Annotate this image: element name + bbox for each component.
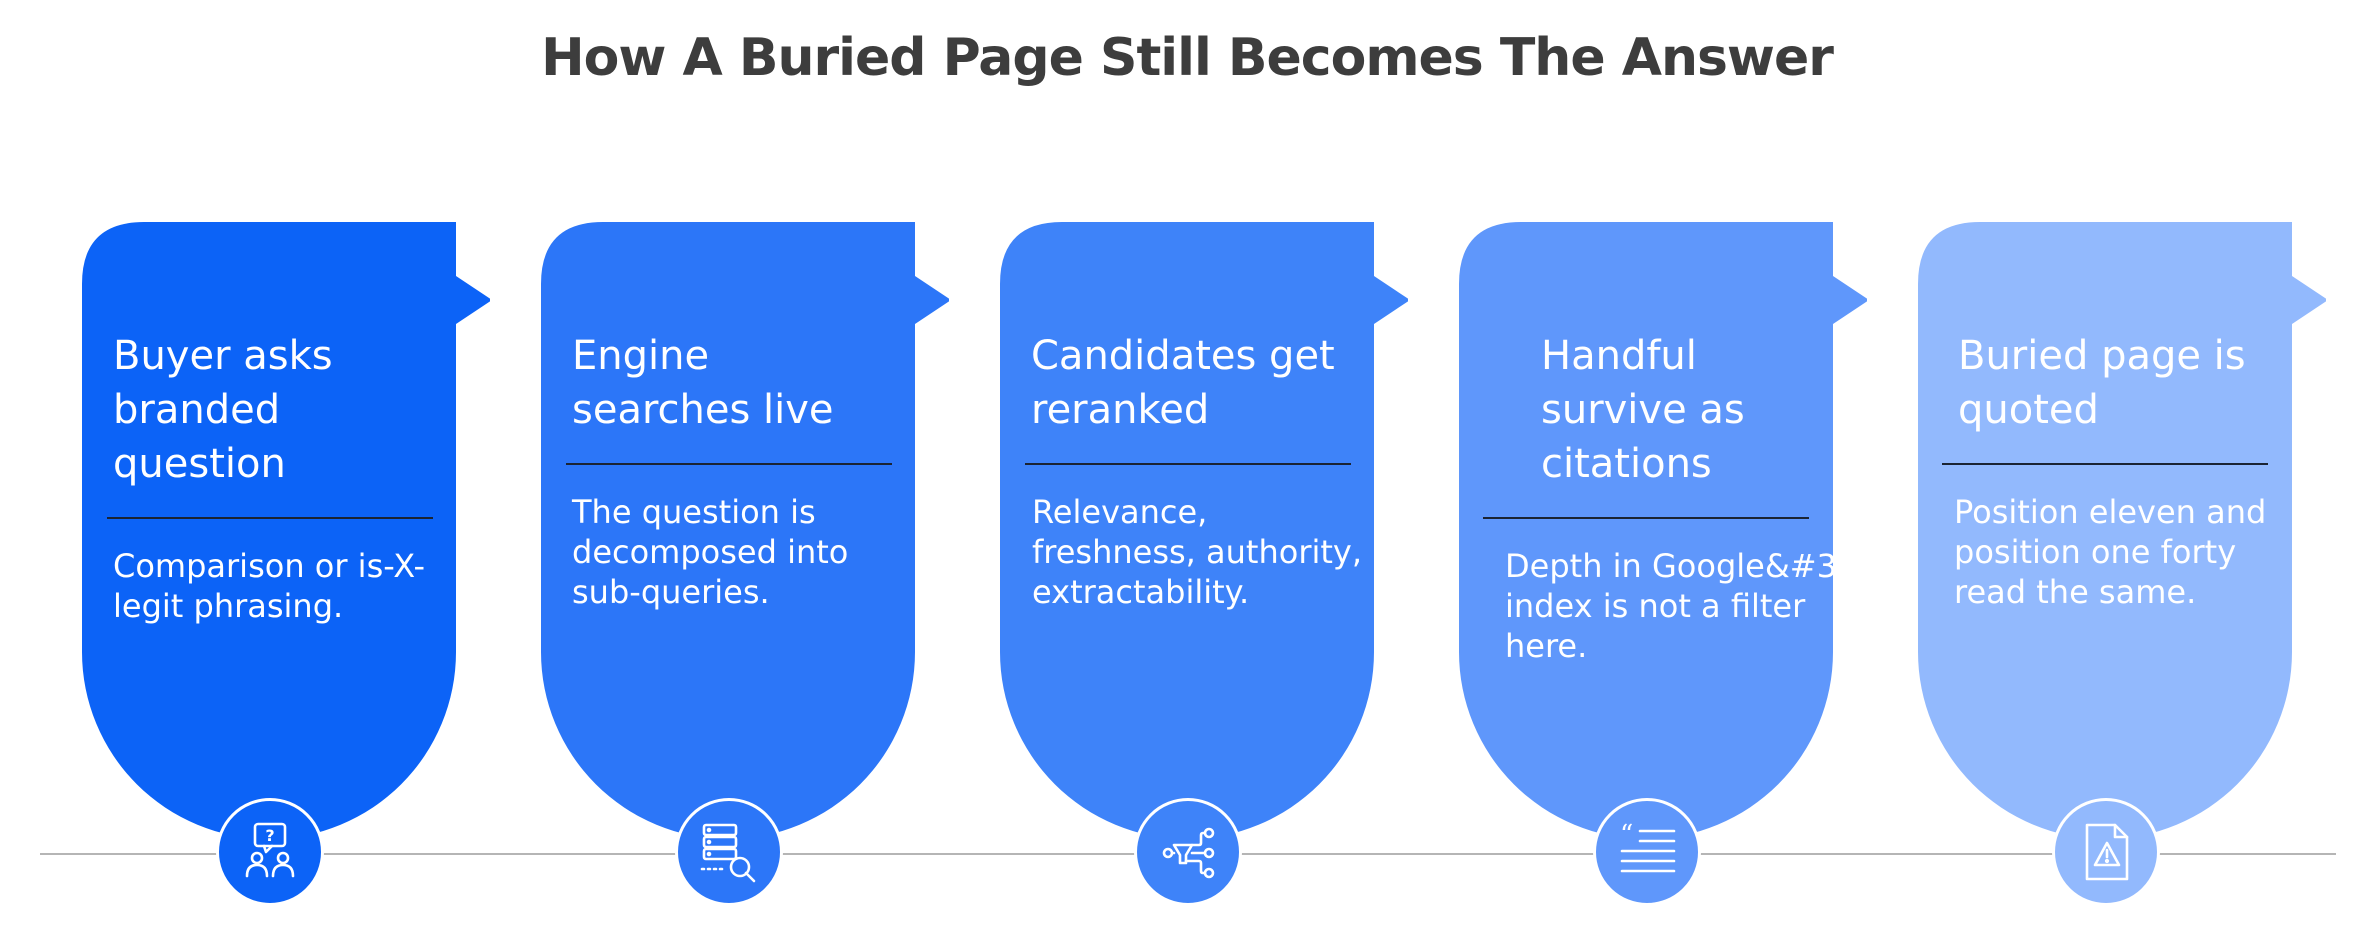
step-divider-3	[1025, 463, 1351, 465]
step-card-1	[82, 222, 490, 839]
step-badge-2	[675, 798, 783, 906]
quote-lines-icon: “	[1620, 820, 1676, 873]
step-title-2: Engine searches live	[572, 333, 834, 433]
step-title-3: Candidates get reranked	[1031, 333, 1335, 433]
step-divider-4	[1483, 517, 1809, 519]
step-card-5	[1918, 222, 2326, 839]
step-desc-3: Relevance, freshness, authority, extract…	[1032, 493, 1363, 611]
filter-funnel-icon	[1162, 827, 1215, 879]
document-warning-icon	[2085, 823, 2129, 881]
svg-text:?: ?	[265, 826, 274, 845]
step-card-4	[1459, 222, 1867, 839]
step-card-3	[1000, 222, 1408, 839]
step-card-2	[541, 222, 949, 839]
step-badge-3	[1134, 798, 1242, 906]
step-title-5: Buried page is quoted	[1958, 333, 2246, 433]
step-desc-4: Depth in Google&#39;s index is not a fil…	[1505, 547, 1885, 665]
diagram-title: How A Buried Page Still Becomes The Answ…	[541, 28, 1834, 88]
step-title-1: Buyer asks branded question	[113, 333, 333, 487]
step-badge-1: ?	[216, 798, 324, 906]
step-divider-2	[566, 463, 892, 465]
question-people-icon: ?	[245, 822, 295, 878]
step-title-4: Handful survive as citations	[1541, 333, 1745, 487]
step-desc-2: The question is decomposed into sub-quer…	[572, 493, 849, 611]
step-divider-1	[107, 517, 433, 519]
step-desc-1: Comparison or is-X- legit phrasing.	[113, 547, 426, 625]
step-badge-5	[2052, 798, 2160, 906]
step-desc-5: Position eleven and position one forty r…	[1954, 493, 2267, 611]
step-badge-4: “	[1593, 798, 1701, 906]
server-search-icon	[700, 823, 756, 883]
step-divider-5	[1942, 463, 2268, 465]
svg-text:“: “	[1620, 820, 1633, 850]
